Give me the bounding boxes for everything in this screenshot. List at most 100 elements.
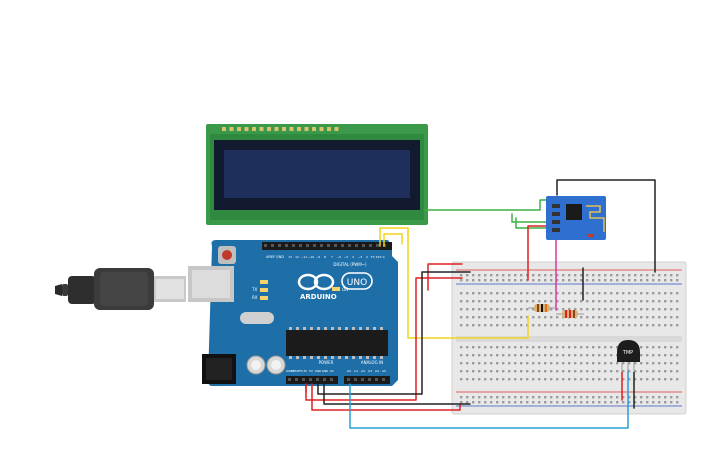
bb-hole	[538, 279, 541, 282]
bb-hole	[670, 396, 673, 399]
chip-pin	[345, 327, 348, 330]
bb-hole	[640, 316, 643, 319]
bb-hole	[460, 370, 463, 373]
bb-hole	[616, 370, 619, 373]
bb-hole	[514, 316, 517, 319]
bb-hole	[670, 370, 673, 373]
header-hole	[264, 244, 267, 247]
bb-hole	[556, 292, 559, 295]
bb-hole	[472, 308, 475, 311]
digital-pin-label: ~6	[337, 255, 342, 259]
bb-hole	[520, 362, 523, 365]
bb-hole	[646, 370, 649, 373]
bb-hole	[538, 362, 541, 365]
bb-hole	[634, 362, 637, 365]
bb-hole	[676, 370, 679, 373]
bb-hole	[460, 324, 463, 327]
bb-hole	[550, 401, 553, 404]
lcd-pin	[244, 127, 249, 131]
chip-pin	[303, 327, 306, 330]
bb-hole	[574, 362, 577, 365]
bb-hole	[490, 316, 493, 319]
bb-hole	[610, 274, 613, 277]
bb-hole	[628, 300, 631, 303]
bb-hole	[640, 324, 643, 327]
bb-hole	[580, 300, 583, 303]
header-hole	[288, 378, 291, 381]
bb-hole	[460, 316, 463, 319]
usb-cable-icon[interactable]	[55, 268, 186, 310]
lcd-pin	[327, 127, 331, 131]
bb-hole	[550, 300, 553, 303]
bb-hole	[466, 279, 469, 282]
bb-hole	[484, 378, 487, 381]
bb-hole	[652, 362, 655, 365]
bb-hole	[520, 396, 523, 399]
bb-hole	[556, 401, 559, 404]
bb-hole	[526, 279, 529, 282]
bb-hole	[538, 274, 541, 277]
bb-hole	[508, 316, 511, 319]
arduino-uno-board[interactable]: TX RX ON UNO ARDUINO DIGITAL (PWM~) AREF…	[188, 240, 398, 386]
bb-hole	[670, 300, 673, 303]
bb-hole	[646, 316, 649, 319]
bb-hole	[526, 354, 529, 357]
tmp-temperature-sensor[interactable]: TMP	[617, 340, 640, 372]
bb-hole	[508, 362, 511, 365]
chip-pin	[296, 327, 299, 330]
bb-hole	[502, 316, 505, 319]
bb-hole	[616, 308, 619, 311]
bb-hole	[562, 308, 565, 311]
bb-hole	[592, 324, 595, 327]
chip-pin	[317, 327, 320, 330]
power-header-label: POWER	[319, 360, 334, 365]
chip-pin	[366, 327, 369, 330]
bb-hole	[526, 274, 529, 277]
resistor-1[interactable]	[528, 304, 556, 312]
bb-hole	[634, 316, 637, 319]
bb-hole	[604, 274, 607, 277]
esp01-wifi-module[interactable]	[546, 196, 606, 240]
chip-pin	[352, 327, 355, 330]
lcd-pin	[259, 127, 264, 131]
bb-hole	[550, 370, 553, 373]
bb-hole	[502, 308, 505, 311]
bb-hole	[478, 292, 481, 295]
bb-hole	[532, 401, 535, 404]
bb-hole	[466, 300, 469, 303]
bb-hole	[610, 370, 613, 373]
bb-hole	[598, 279, 601, 282]
bb-hole	[490, 300, 493, 303]
bb-hole	[628, 362, 631, 365]
bb-hole	[550, 378, 553, 381]
bb-hole	[610, 324, 613, 327]
analog-pin-label: A0	[347, 369, 351, 373]
header-hole	[341, 244, 344, 247]
lcd-16x2-display[interactable]	[206, 124, 428, 225]
bb-hole	[646, 292, 649, 295]
bb-hole	[550, 346, 553, 349]
bb-hole	[598, 354, 601, 357]
bb-hole	[502, 354, 505, 357]
digital-pin-label: 12	[295, 255, 299, 259]
bb-hole	[568, 396, 571, 399]
bb-hole	[568, 378, 571, 381]
bb-hole	[562, 324, 565, 327]
bb-hole	[604, 300, 607, 303]
on-label: ON	[342, 287, 348, 292]
bb-hole	[640, 378, 643, 381]
header-hole	[316, 378, 319, 381]
bb-hole	[556, 396, 559, 399]
resistor-2[interactable]	[556, 310, 584, 318]
bb-hole	[490, 401, 493, 404]
bb-hole	[652, 308, 655, 311]
bb-hole	[646, 396, 649, 399]
bb-hole	[514, 274, 517, 277]
bb-hole	[562, 362, 565, 365]
chip-pin	[331, 327, 334, 330]
header-hole	[320, 244, 323, 247]
bb-hole	[550, 274, 553, 277]
bb-hole	[502, 396, 505, 399]
bb-hole	[520, 279, 523, 282]
bb-hole	[664, 316, 667, 319]
